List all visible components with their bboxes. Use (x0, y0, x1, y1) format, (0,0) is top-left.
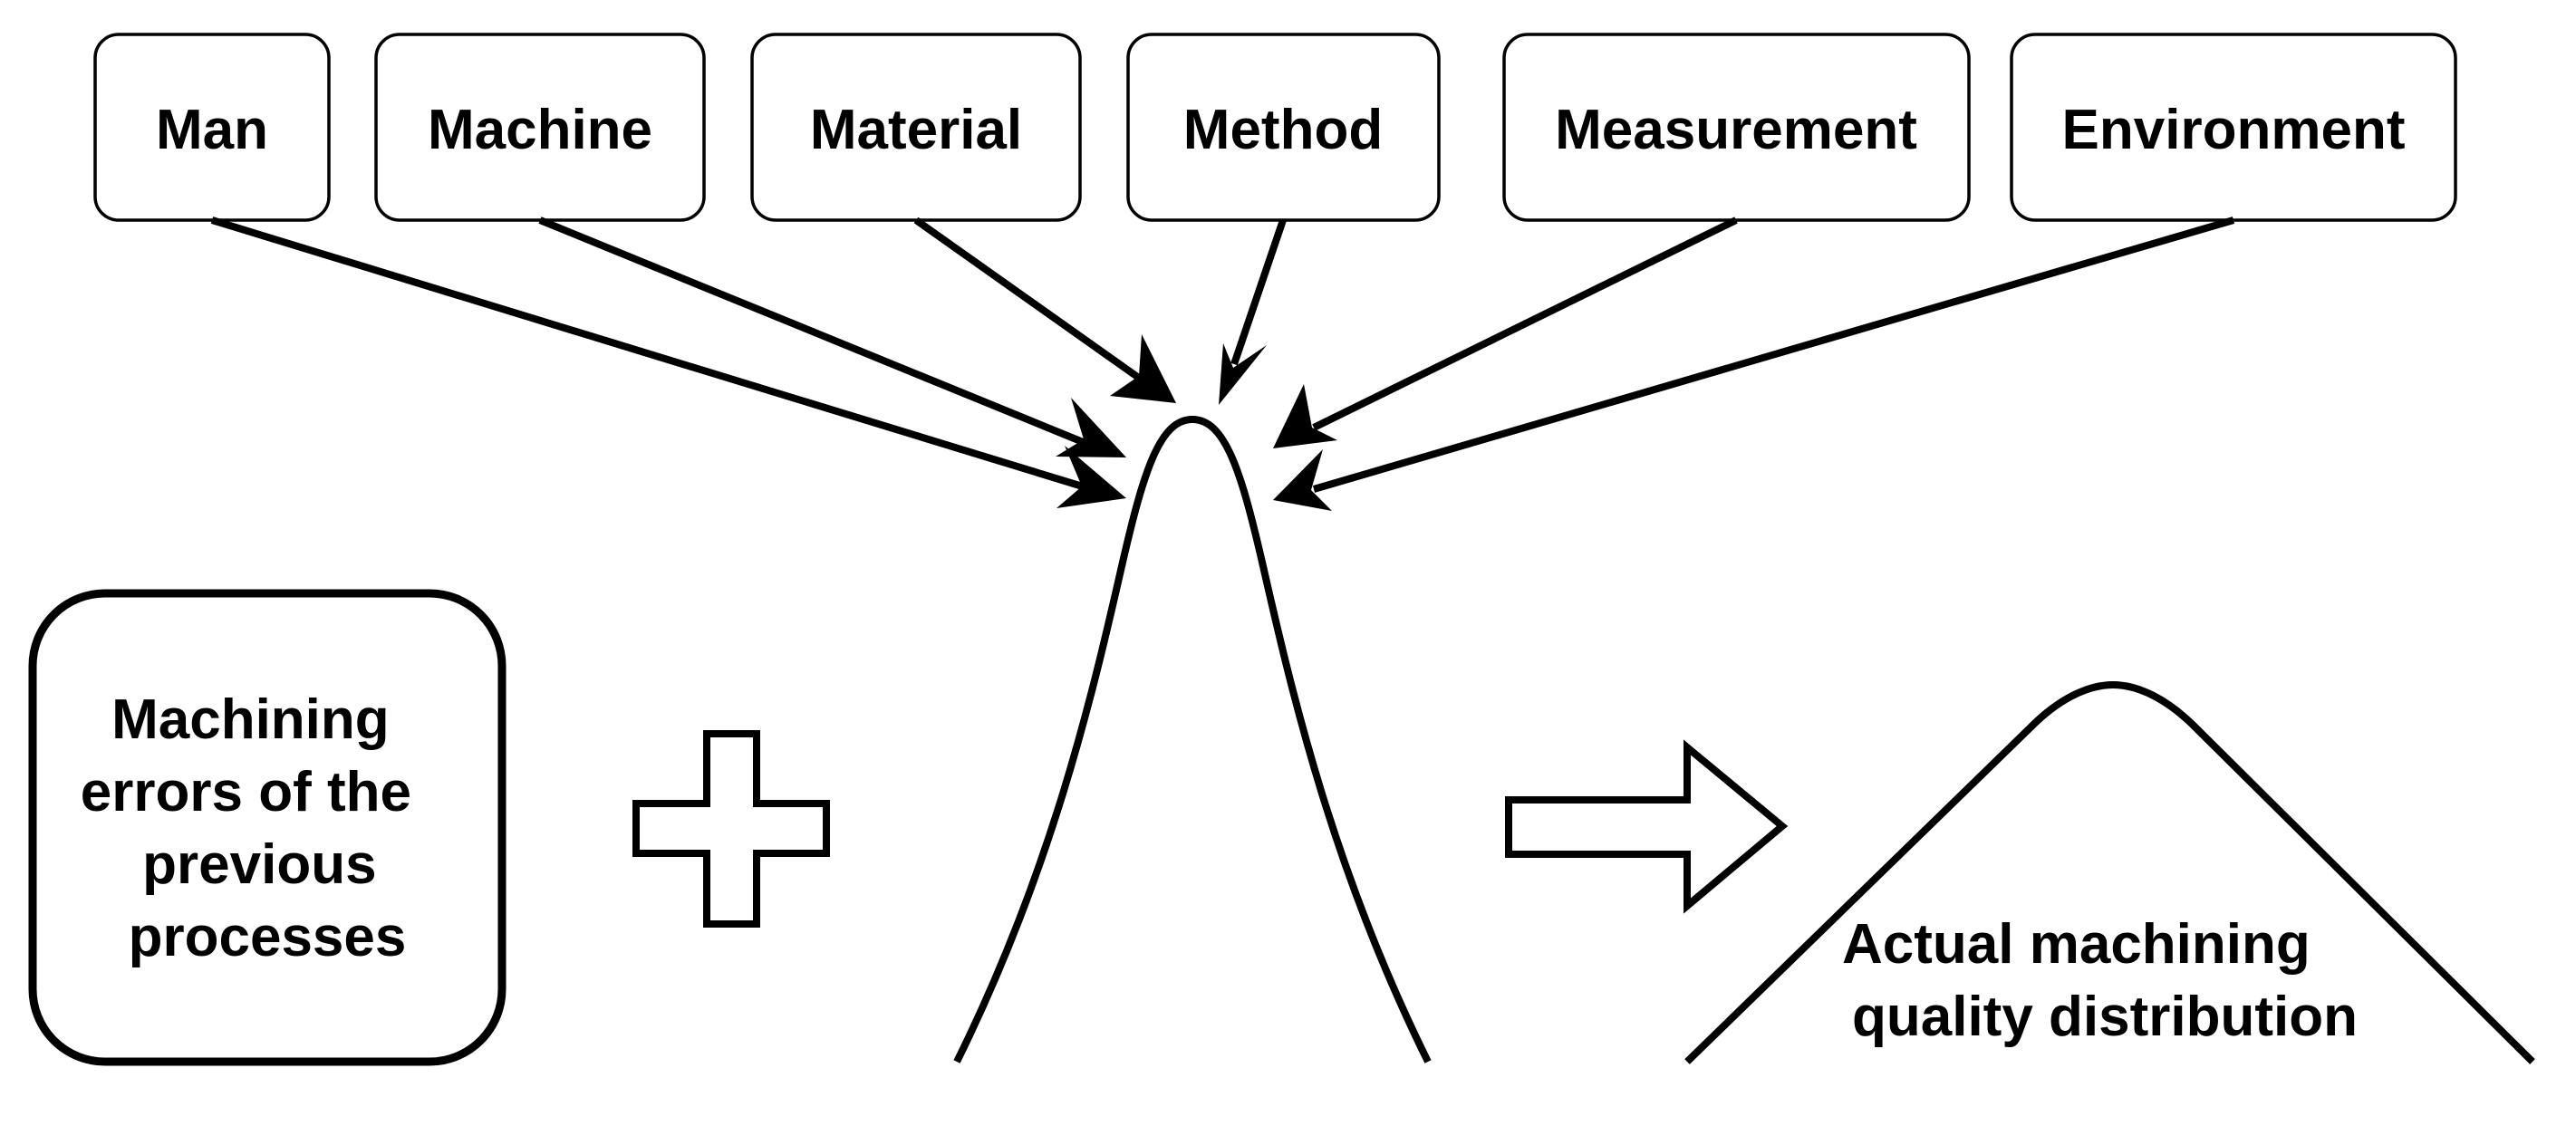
factor-label-environment: Environment (2062, 99, 2406, 161)
factor-label-machine: Machine (428, 99, 652, 161)
previous-errors-line-3: previous (142, 833, 376, 896)
factor-box-man: Man (93, 33, 331, 222)
arrow-measurement (1273, 217, 1738, 448)
factor-label-man: Man (156, 99, 268, 161)
factor-box-material: Material (750, 33, 1082, 222)
arrow-environment (1273, 217, 2235, 511)
previous-errors-box: Machining errors of the previous process… (28, 589, 507, 1066)
actual-distribution-line-2: quality distribution (1852, 986, 2358, 1048)
factor-box-measurement: Measurement (1502, 33, 1971, 222)
arrow-method (1219, 218, 1287, 405)
arrow-material (913, 217, 1176, 403)
factor-label-measurement: Measurement (1555, 99, 1917, 161)
result-arrow-icon (1505, 739, 1789, 914)
previous-errors-line-2: errors of the (81, 761, 411, 823)
svg-text:Machining errors of the: Machining errors of the previous process… (81, 688, 427, 968)
factor-label-material: Material (810, 99, 1022, 161)
factor-box-method: Method (1126, 33, 1441, 222)
arrow-machine (538, 217, 1126, 457)
actual-quality-distribution-curve (1684, 680, 2535, 1064)
factor-box-machine: Machine (374, 33, 706, 222)
process-error-distribution-curve (953, 415, 1432, 1063)
actual-distribution-line-1: Actual machining (1842, 913, 2311, 976)
factor-label-method: Method (1183, 99, 1383, 161)
previous-errors-line-4: processes (129, 906, 407, 968)
factor-box-environment: Environment (2010, 33, 2457, 222)
plus-icon (632, 730, 830, 928)
actual-distribution-label: Actual machining quality distribution (1842, 913, 2358, 1048)
previous-errors-line-1: Machining (111, 688, 390, 751)
arrow-man (210, 217, 1126, 508)
